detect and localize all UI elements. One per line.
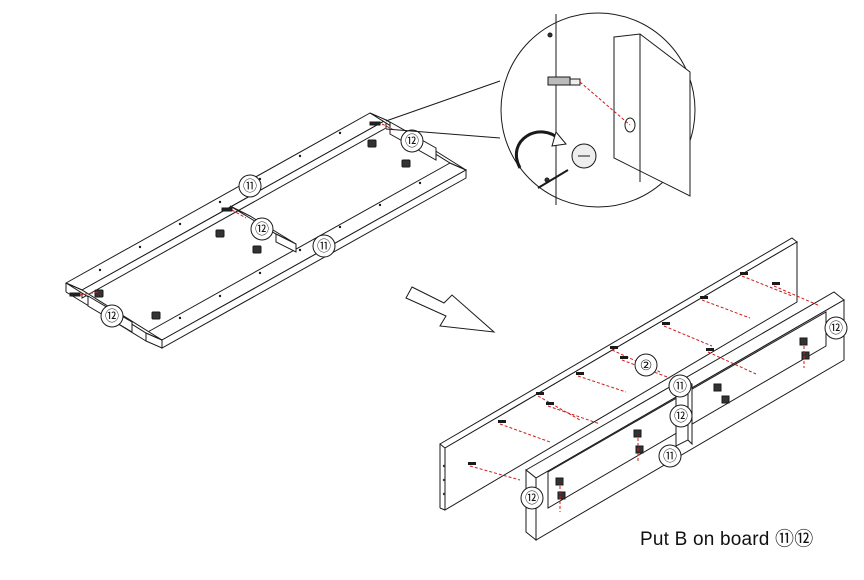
detail-callout — [385, 12, 696, 208]
label-11-top: ⑪ — [243, 179, 257, 195]
label-12-left: ⑫ — [105, 309, 119, 325]
right-cam-guides — [559, 346, 805, 512]
right-dowels — [468, 272, 780, 465]
step-arrow — [405, 286, 496, 333]
label-11-right-bottom: ⑪ — [663, 449, 677, 465]
right-assembly-guides — [469, 275, 821, 481]
left-frame-assembly — [64, 112, 468, 349]
right-cam-nuts — [555, 337, 810, 500]
label-12-right-left: ⑫ — [525, 491, 539, 507]
label-12-middle: ⑫ — [255, 222, 269, 238]
instruction-caption: Put B on board ⑪⑫ — [640, 529, 814, 550]
detail-guides — [579, 81, 631, 126]
label-11-bottom: ⑪ — [317, 239, 331, 255]
label-11-right-top: ⑪ — [673, 379, 687, 395]
label-12-right-middle: ⑫ — [674, 409, 688, 425]
right-assembly-labels: ② ⑪ ⑫ ⑪ ⑫ ⑫ — [520, 316, 848, 510]
label-12-right-end: ⑫ — [829, 321, 843, 337]
left-frame-labels: ⑪ ⑪ ⑫ ⑫ ⑫ — [100, 129, 424, 328]
label-2-panel: ② — [640, 358, 653, 374]
label-12-right: ⑫ — [405, 134, 419, 150]
right-assembly — [439, 237, 845, 542]
